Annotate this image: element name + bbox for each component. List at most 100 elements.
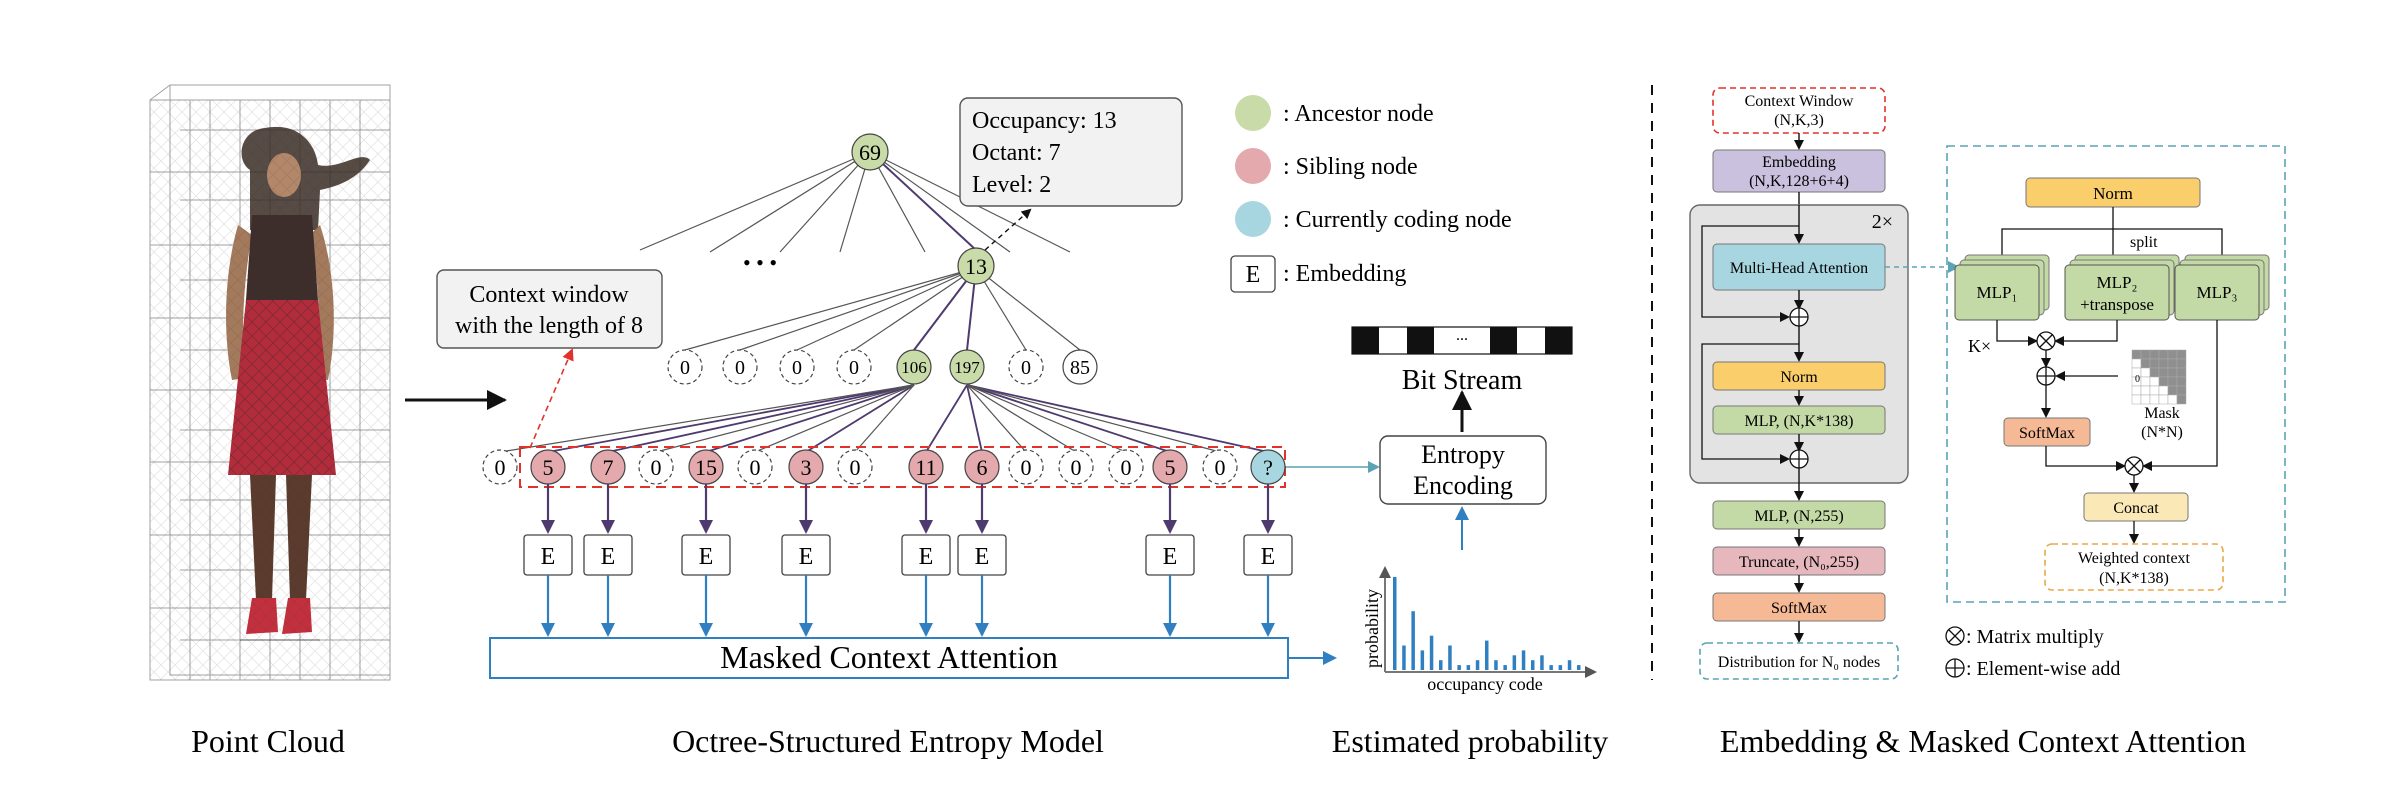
context-node — [482, 449, 518, 485]
level3-node — [949, 349, 985, 385]
svg-text:Multi-Head Attention: Multi-Head Attention — [1730, 260, 1868, 277]
level3-node — [896, 349, 932, 385]
info-level: Level: 2 — [972, 172, 1051, 198]
level3-node — [667, 349, 703, 385]
svg-text:Weighted context: Weighted context — [2078, 550, 2191, 567]
embedding-label: E — [1163, 544, 1178, 570]
embedding-label: E — [975, 544, 990, 570]
level3-node — [722, 349, 758, 385]
root-to-13-edge — [869, 151, 977, 251]
mask-cell — [2158, 349, 2169, 360]
svg-text:Concat: Concat — [2113, 500, 2159, 517]
context-node-label: 0 — [1021, 455, 1032, 480]
histogram-xlabel: occupancy code — [1427, 674, 1542, 694]
svg-text:Distribution for N₀ nodes: Distribution for N₀ nodes — [1718, 654, 1880, 671]
histogram-bar — [1521, 650, 1526, 670]
mask-cell — [2167, 376, 2178, 387]
mha-detail-box — [1946, 145, 2286, 603]
mask-cell — [2149, 385, 2160, 396]
node-13-label: 13 — [965, 254, 987, 279]
repeat-count: 2× — [1872, 211, 1893, 233]
entropy-encoding-line1: Entropy — [1421, 440, 1505, 469]
histogram-bar — [1577, 665, 1581, 670]
caption-probability: Estimated probability — [1332, 723, 1608, 759]
level3-node-label: 197 — [954, 358, 980, 377]
legend-ancestor-swatch — [1235, 95, 1271, 131]
entropy-encoding-box — [1379, 435, 1547, 505]
info-box — [959, 97, 1183, 207]
svg-text:+transpose: +transpose — [2080, 295, 2154, 314]
entropy-encoding-line2: Encoding — [1413, 471, 1513, 500]
histogram-bar — [1540, 655, 1544, 670]
legend-sibling: : Sibling node — [1283, 154, 1418, 180]
histogram-ylabel: probability — [1362, 589, 1382, 668]
mask-cell — [2140, 385, 2151, 396]
point-cloud-illustration — [149, 84, 391, 681]
root-node-label: 69 — [859, 140, 881, 165]
histogram-bar — [1503, 665, 1507, 670]
embedding-label: E — [699, 544, 714, 570]
context-node-label: 0 — [1215, 455, 1226, 480]
histogram-bar — [1485, 640, 1489, 670]
bit-stream: ... Bit Stream Entropy Encoding — [1286, 326, 1573, 550]
histogram-bar — [1402, 645, 1406, 670]
svg-text:Context Window: Context Window — [1745, 93, 1854, 110]
context-node-label: 6 — [977, 455, 988, 480]
mask-cell — [2149, 358, 2160, 369]
legend-add: : Element-wise add — [1966, 658, 2120, 680]
mask-cell — [2158, 394, 2169, 405]
level3-node — [779, 349, 815, 385]
histogram-bar — [1512, 655, 1517, 670]
mask-cell — [2131, 385, 2142, 396]
context-fan-lines-grey — [499, 384, 1221, 453]
svg-text:(N,K,3): (N,K,3) — [1774, 112, 1824, 129]
context-node — [638, 449, 674, 485]
context-node-label: 11 — [915, 455, 936, 480]
svg-text:(N,K*138): (N,K*138) — [2099, 570, 2169, 587]
mask-cell — [2167, 385, 2178, 396]
bit-stream-label: Bit Stream — [1402, 365, 1523, 396]
level3-node-label: 85 — [1070, 357, 1090, 379]
context-node — [1108, 449, 1144, 485]
mask-cell — [2131, 358, 2142, 369]
info-occupancy: Occupancy: 13 — [972, 108, 1117, 134]
k-times: K× — [1968, 336, 1991, 356]
mask-cell — [2131, 349, 2142, 360]
level3-node-label: 0 — [792, 357, 802, 379]
histogram-bar — [1531, 660, 1535, 670]
mask-cell — [2176, 349, 2187, 360]
svg-text:E: E — [1246, 262, 1261, 288]
mask-cell — [2149, 367, 2160, 378]
embedding-label: E — [601, 544, 616, 570]
svg-text:SoftMax: SoftMax — [2019, 425, 2075, 442]
histogram-bar — [1411, 611, 1415, 670]
context-fan-lines — [547, 384, 1269, 453]
context-node-label: 3 — [801, 455, 812, 480]
embedding-label: E — [1261, 544, 1276, 570]
legend-sibling-swatch — [1235, 148, 1271, 184]
masked-context-attention-label: Masked Context Attention — [720, 639, 1058, 675]
svg-text:Embedding: Embedding — [1762, 154, 1836, 171]
mlp2-stack: MLP₂ +transpose — [2064, 254, 2180, 321]
mask-cell — [2131, 394, 2142, 405]
context-window-callout — [436, 269, 663, 349]
histogram-bar — [1420, 650, 1425, 670]
mask-cell — [2167, 349, 2178, 360]
legend-embedding: : Embedding — [1283, 261, 1406, 287]
histogram-bar — [1393, 576, 1397, 670]
bit-stream-dots: ... — [1456, 327, 1468, 344]
histogram-bar — [1475, 660, 1480, 670]
caption-octree: Octree-Structured Entropy Model — [672, 723, 1104, 759]
mask-matrix — [2131, 349, 2187, 405]
histogram-bar — [1448, 645, 1452, 670]
level3-node-label: 0 — [1021, 357, 1031, 379]
svg-text:Norm: Norm — [2093, 184, 2133, 203]
svg-text:MLP₃: MLP₃ — [2197, 283, 2238, 302]
attention-detail: Context Window (N,K,3) Embedding (N,K,12… — [1689, 87, 2286, 680]
level3-node-label: 106 — [901, 358, 927, 377]
mask-zero: 0 — [2135, 374, 2140, 385]
mask-cell — [2167, 394, 2178, 405]
